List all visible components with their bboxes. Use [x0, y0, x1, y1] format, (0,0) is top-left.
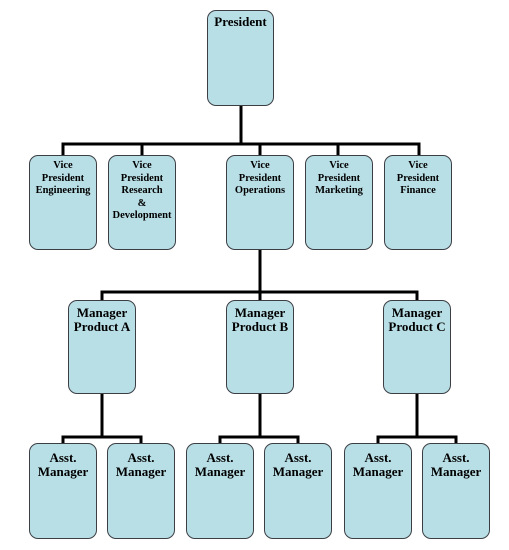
node-manager-product-c[interactable]: Manager Product C	[383, 300, 451, 394]
node-asst-manager-a2[interactable]: Asst. Manager	[107, 443, 175, 539]
node-asst-manager-b2[interactable]: Asst. Manager	[264, 443, 332, 539]
node-asst-manager-c1[interactable]: Asst. Manager	[344, 443, 412, 539]
node-president[interactable]: President	[207, 10, 274, 106]
node-asst-manager-b1[interactable]: Asst. Manager	[186, 443, 254, 539]
node-manager-product-b[interactable]: Manager Product B	[226, 300, 294, 394]
node-vp-research-development[interactable]: Vice President Research & Development	[108, 155, 176, 250]
node-vp-engineering[interactable]: Vice President Engineering	[29, 155, 97, 250]
node-manager-product-a[interactable]: Manager Product A	[68, 300, 136, 394]
node-vp-finance[interactable]: Vice President Finance	[384, 155, 452, 250]
node-vp-marketing[interactable]: Vice President Marketing	[305, 155, 373, 250]
node-vp-operations[interactable]: Vice President Operations	[226, 155, 294, 250]
node-asst-manager-a1[interactable]: Asst. Manager	[29, 443, 97, 539]
node-asst-manager-c2[interactable]: Asst. Manager	[422, 443, 490, 539]
